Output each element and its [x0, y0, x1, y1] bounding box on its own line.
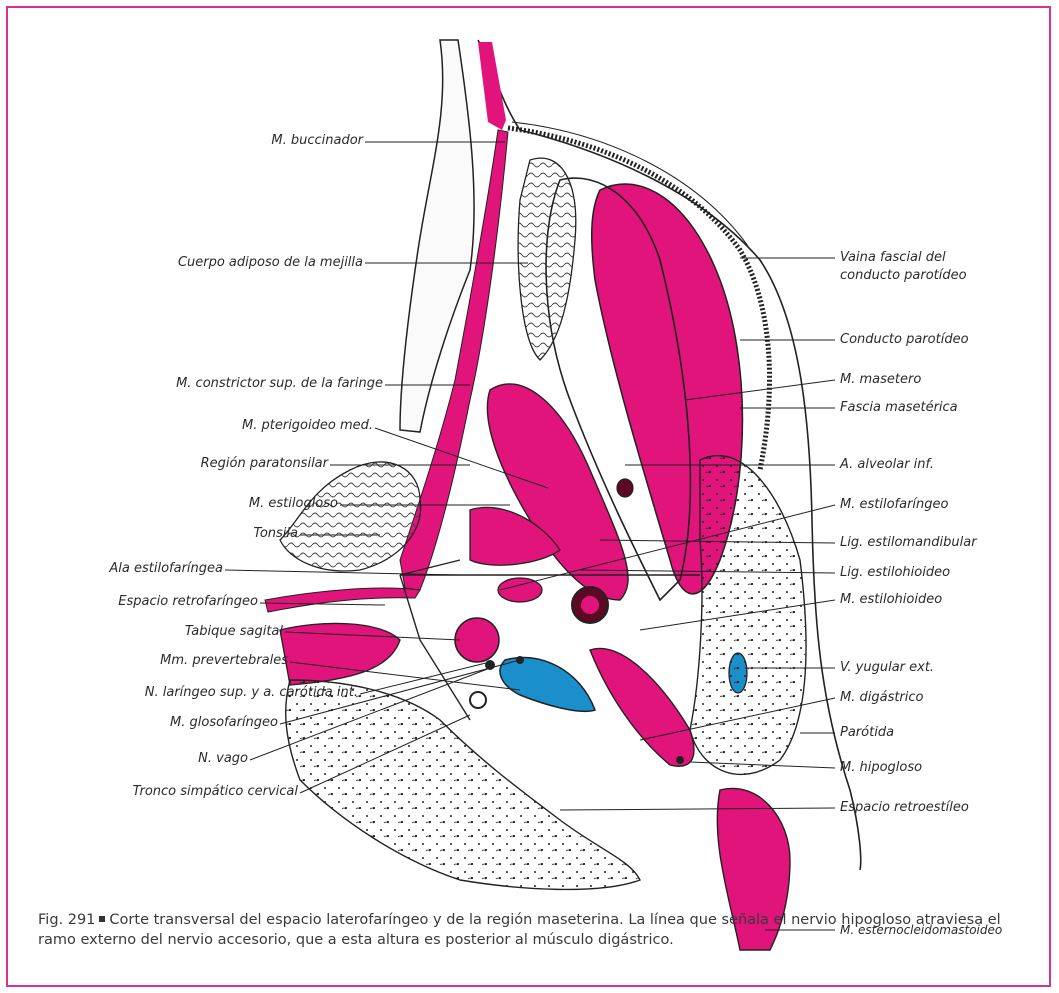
- label-vaina-fascial-2: conducto parotídeo: [840, 268, 967, 284]
- caption-bullet: [99, 916, 105, 922]
- label-yugular-ext: V. yugular ext.: [840, 660, 934, 676]
- label-m-estilohioideo: M. estilohioideo: [840, 592, 942, 608]
- label-hipogloso: M. hipogloso: [840, 760, 922, 776]
- digastric-muscle: [590, 648, 694, 766]
- label-laringeo-sup: N. laríngeo sup. y a. carótida int.: [145, 685, 358, 701]
- label-buccinador: M. buccinador: [271, 133, 363, 149]
- internal-jugular-vein: [500, 657, 595, 711]
- label-fascia-maseterica: Fascia masetérica: [840, 400, 958, 416]
- label-glosofaringeo: M. glosofaríngeo: [170, 715, 278, 731]
- pharynx-lower: [265, 588, 420, 612]
- carotid-artery: [455, 618, 499, 662]
- label-lig-estilohioideo: Lig. estilohioideo: [840, 565, 950, 581]
- label-n-vago: N. vago: [198, 751, 248, 767]
- label-espacio-retrofaringeo: Espacio retrofaríngeo: [118, 594, 258, 610]
- label-tabique-sagital: Tabique sagital: [185, 624, 283, 640]
- label-paratonsilar: Región paratonsilar: [201, 456, 328, 472]
- label-estilofaringeo: M. estilofaríngeo: [840, 497, 948, 513]
- medial-pterygoid-muscle: [487, 384, 628, 600]
- label-estilogloso: M. estilogloso: [249, 496, 338, 512]
- label-constrictor: M. constrictor sup. de la faringe: [176, 376, 383, 392]
- label-cuerpo-adiposo: Cuerpo adiposo de la mejilla: [178, 255, 363, 271]
- tonsil: [280, 462, 421, 571]
- label-pterigoideo: M. pterigoideo med.: [242, 418, 373, 434]
- label-conducto-parotideo: Conducto parotídeo: [840, 332, 969, 348]
- label-ala-estilofaringea: Ala estilofaríngea: [109, 561, 223, 577]
- label-digastrico: M. digástrico: [840, 690, 924, 706]
- parotid-gland: [690, 456, 806, 775]
- label-tronco-simpatico: Tronco simpático cervical: [133, 784, 298, 800]
- label-retroestileo: Espacio retroestíleo: [840, 800, 969, 816]
- buccinator-muscle: [478, 42, 506, 130]
- label-masetero: M. masetero: [840, 372, 921, 388]
- label-vaina-fascial: Vaina fascial del: [840, 250, 946, 266]
- figure-number: Fig. 291: [38, 912, 95, 928]
- sympathetic-trunk: [470, 692, 486, 708]
- label-lig-estilomandibular: Lig. estilomandibular: [840, 535, 977, 551]
- inferior-alveolar-artery: [617, 479, 633, 497]
- caption-text: Corte transversal del espacio laterofarí…: [38, 912, 1001, 948]
- stylopharyngeus-muscle: [498, 578, 542, 602]
- label-tonsila: Tonsila: [254, 526, 299, 542]
- hypoglossal-nerve: [676, 756, 684, 764]
- label-alveolar-inf: A. alveolar inf.: [840, 457, 934, 473]
- label-prevertebrales: Mm. prevertebrales: [160, 653, 288, 669]
- label-parotida: Parótida: [840, 725, 894, 741]
- buccal-fat-pad: [518, 158, 576, 360]
